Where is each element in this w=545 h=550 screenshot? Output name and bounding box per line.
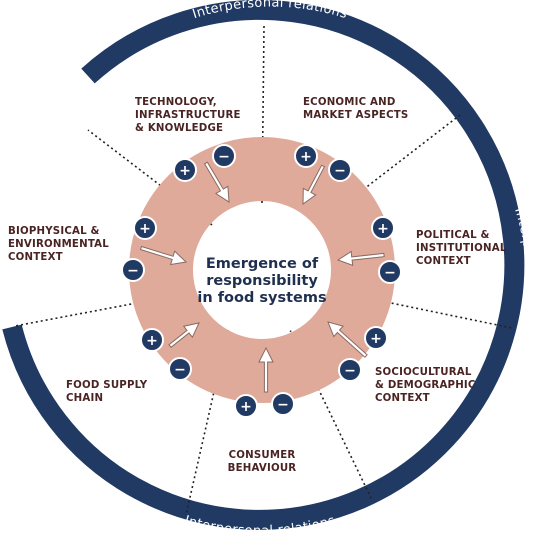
arrow-political xyxy=(336,250,385,267)
center-disc xyxy=(195,203,329,337)
category-food-supply: FOOD SUPPLY CHAIN xyxy=(66,380,148,404)
arrow-economic xyxy=(302,164,326,205)
category-technology-line-1: TECHNOLOGY, xyxy=(135,97,217,108)
plus-badge-biophysical: + xyxy=(133,216,157,240)
category-political-line-1: POLITICAL & xyxy=(416,230,490,241)
minus-badge-circle xyxy=(378,260,402,284)
minus-sign: − xyxy=(174,362,186,378)
category-biophysical-line-2: ENVIRONMENTAL xyxy=(8,239,109,250)
minus-sign: − xyxy=(127,263,139,279)
minus-badge-biophysical: − xyxy=(121,258,145,282)
sign-badges: +−+−+−+−+−+−+− xyxy=(121,144,402,418)
plus-sign: + xyxy=(240,399,252,415)
category-consumer-line-1: CONSUMER xyxy=(229,450,296,461)
category-political-line-2: INSTITUTIONAL xyxy=(416,243,507,254)
plus-badge-sociocultural: + xyxy=(364,326,388,350)
influence-ring xyxy=(129,137,395,403)
plus-badge-circle xyxy=(234,394,258,418)
arrows xyxy=(139,161,385,393)
plus-sign: + xyxy=(377,221,389,237)
plus-badge-political: + xyxy=(371,216,395,240)
plus-badge-circle xyxy=(173,158,197,182)
plus-sign: + xyxy=(179,163,191,179)
category-sociocultural: SOCIOCULTURAL & DEMOGRAPHIC CONTEXT xyxy=(375,367,476,404)
arrow-food-supply xyxy=(168,322,200,349)
plus-badge-consumer: + xyxy=(234,394,258,418)
minus-sign: − xyxy=(334,163,346,179)
arrow-biophysical xyxy=(139,245,188,266)
minus-badge-economic: − xyxy=(328,158,352,182)
category-technology-line-2: INFRASTRUCTURE xyxy=(135,110,241,121)
minus-sign: − xyxy=(218,149,230,165)
plus-sign: + xyxy=(139,221,151,237)
plus-sign: + xyxy=(370,331,382,347)
minus-sign: − xyxy=(344,363,356,379)
plus-badge-circle xyxy=(294,144,318,168)
category-political-line-3: CONTEXT xyxy=(416,256,471,267)
category-economic-line-2: MARKET ASPECTS xyxy=(303,110,408,121)
arrow-sociocultural xyxy=(327,321,368,358)
arrow-consumer xyxy=(258,346,274,393)
category-sociocultural-line-2: & DEMOGRAPHIC xyxy=(375,380,476,391)
plus-badge-circle xyxy=(371,216,395,240)
minus-badge-circle xyxy=(168,357,192,381)
center-title-line-3: in food systems xyxy=(197,290,326,306)
category-technology: TECHNOLOGY, INFRASTRUCTURE & KNOWLEDGE xyxy=(135,97,241,134)
category-food-supply-line-2: CHAIN xyxy=(66,393,103,404)
category-food-supply-line-1: FOOD SUPPLY xyxy=(66,380,148,391)
minus-badge-circle xyxy=(271,392,295,416)
minus-sign: − xyxy=(277,397,289,413)
outer-ring xyxy=(2,0,525,530)
minus-badge-circle xyxy=(338,358,362,382)
minus-badge-technology: − xyxy=(212,144,236,168)
plus-badge-circle xyxy=(364,326,388,350)
minus-badge-circle xyxy=(328,158,352,182)
category-political: POLITICAL & INSTITUTIONAL CONTEXT xyxy=(416,230,507,267)
category-technology-line-3: & KNOWLEDGE xyxy=(135,123,223,134)
minus-badge-circle xyxy=(212,144,236,168)
minus-sign: − xyxy=(384,265,396,281)
plus-sign: + xyxy=(300,149,312,165)
center-title-line-1: Emergence of xyxy=(206,256,319,272)
category-biophysical-line-1: BIOPHYSICAL & xyxy=(8,226,100,237)
minus-badge-food-supply: − xyxy=(168,357,192,381)
minus-badge-political: − xyxy=(378,260,402,284)
category-biophysical: BIOPHYSICAL & ENVIRONMENTAL CONTEXT xyxy=(8,226,109,263)
category-economic: ECONOMIC AND MARKET ASPECTS xyxy=(303,97,408,121)
category-consumer-line-2: BEHAVIOUR xyxy=(228,463,297,474)
plus-badge-circle xyxy=(133,216,157,240)
category-sociocultural-line-3: CONTEXT xyxy=(375,393,430,404)
minus-badge-sociocultural: − xyxy=(338,358,362,382)
plus-sign: + xyxy=(146,333,158,349)
category-consumer: CONSUMER BEHAVIOUR xyxy=(228,450,297,474)
category-biophysical-line-3: CONTEXT xyxy=(8,252,63,263)
plus-badge-technology: + xyxy=(173,158,197,182)
plus-badge-economic: + xyxy=(294,144,318,168)
category-sociocultural-line-1: SOCIOCULTURAL xyxy=(375,367,472,378)
category-economic-line-1: ECONOMIC AND xyxy=(303,97,396,108)
plus-badge-circle xyxy=(140,328,164,352)
center-title-line-2: responsibility xyxy=(206,273,318,289)
plus-badge-food-supply: + xyxy=(140,328,164,352)
arrow-technology xyxy=(203,161,230,203)
minus-badge-consumer: − xyxy=(271,392,295,416)
minus-badge-circle xyxy=(121,258,145,282)
